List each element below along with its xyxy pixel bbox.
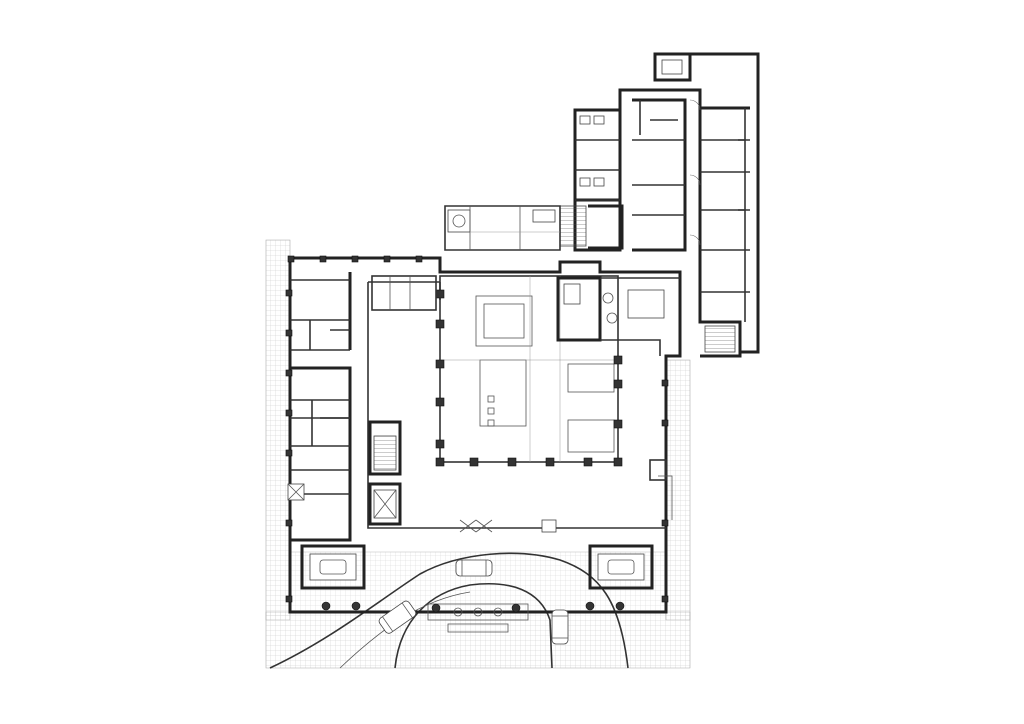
facade-columns [285,255,669,603]
lobby-doors [459,519,557,533]
site-paving [265,239,691,669]
porte-cochere [300,544,654,645]
north-service-block [559,108,624,252]
north-entrance [444,205,561,251]
main-building [287,256,682,614]
atrium-columns [435,289,623,467]
